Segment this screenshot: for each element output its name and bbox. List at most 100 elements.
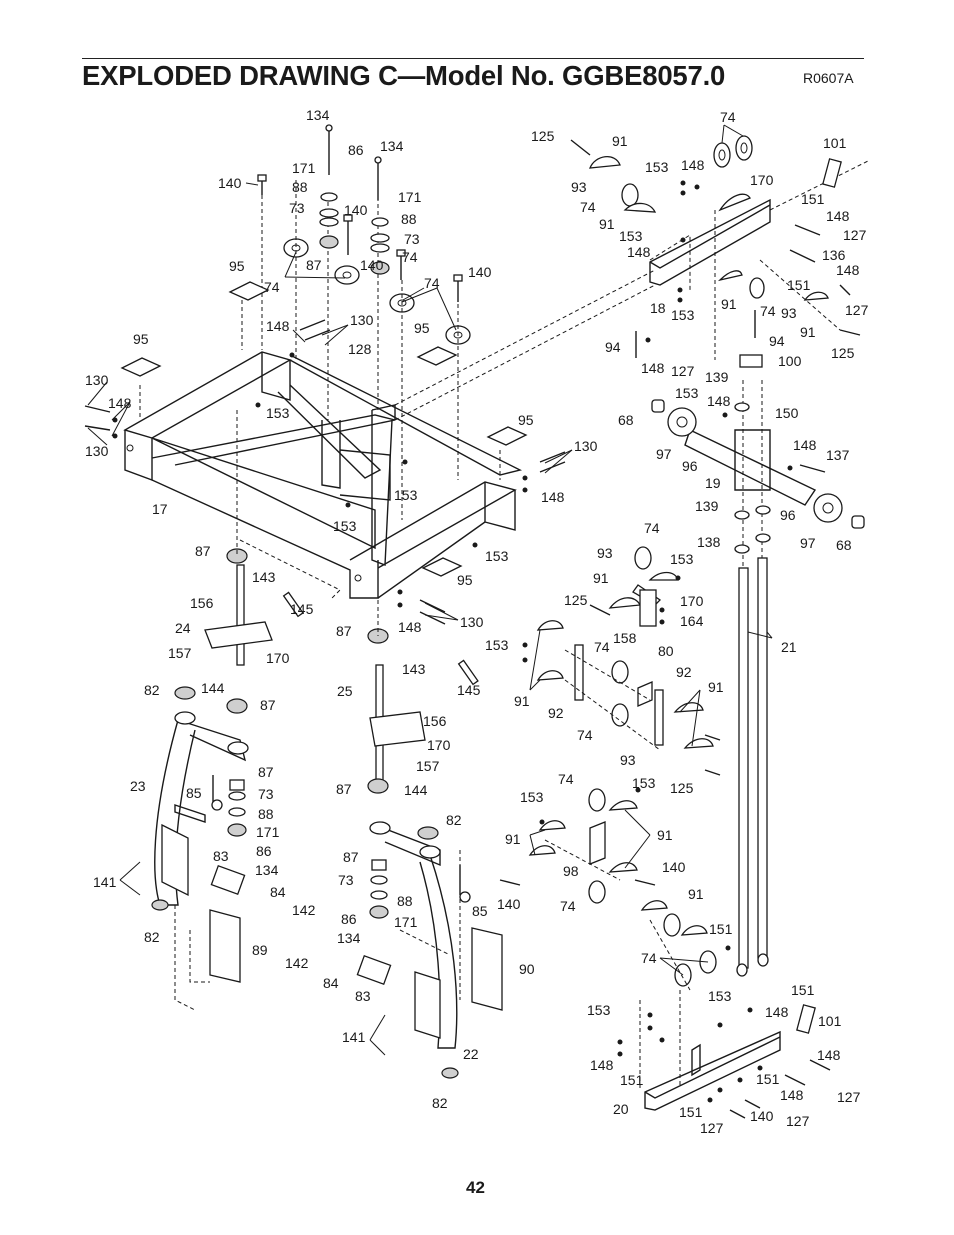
- part-label: 91: [612, 133, 628, 149]
- part-label: 148: [780, 1087, 804, 1103]
- part-label: 91: [708, 679, 724, 695]
- part-label: 140: [750, 1108, 774, 1124]
- part-label: 90: [519, 961, 535, 977]
- part-label: 82: [144, 682, 160, 698]
- part-label: 82: [446, 812, 462, 828]
- part-label: 74: [720, 109, 736, 125]
- part-label: 95: [133, 331, 149, 347]
- part-label: 85: [186, 785, 202, 801]
- part-label: 128: [348, 341, 372, 357]
- part-label: 101: [818, 1013, 842, 1029]
- part-label: 148: [681, 157, 705, 173]
- part-label: 74: [641, 950, 657, 966]
- part-label: 96: [780, 507, 796, 523]
- part-label: 73: [289, 200, 305, 216]
- part-label: 80: [658, 643, 674, 659]
- part-label: 91: [593, 570, 609, 586]
- part-label: 97: [656, 446, 672, 462]
- part-label: 153: [645, 159, 669, 175]
- part-label: 151: [679, 1104, 703, 1120]
- part-label: 148: [541, 489, 565, 505]
- part-label: 130: [574, 438, 598, 454]
- part-label: 127: [843, 227, 867, 243]
- part-label: 140: [662, 859, 686, 875]
- part-label: 164: [680, 613, 704, 629]
- part-label: 95: [414, 320, 430, 336]
- part-label: 88: [401, 211, 417, 227]
- part-label: 21: [781, 639, 797, 655]
- part-label: 101: [823, 135, 847, 151]
- part-label: 153: [333, 518, 357, 534]
- part-label: 134: [306, 107, 330, 123]
- part-label: 140: [468, 264, 492, 280]
- page-title: EXPLODED DRAWING C—Model No. GGBE8057.0: [82, 60, 726, 91]
- part-label: 85: [472, 903, 488, 919]
- part-label: 92: [676, 664, 692, 680]
- part-label: 151: [756, 1071, 780, 1087]
- part-label: 89: [252, 942, 268, 958]
- part-label: 86: [348, 142, 364, 158]
- part-label: 151: [709, 921, 733, 937]
- part-label: 87: [336, 623, 352, 639]
- part-label: 134: [380, 138, 404, 154]
- part-label: 82: [432, 1095, 448, 1111]
- part-label: 148: [817, 1047, 841, 1063]
- part-label: 144: [201, 680, 225, 696]
- part-label: 73: [258, 786, 274, 802]
- part-label: 98: [563, 863, 579, 879]
- part-label: 145: [457, 682, 481, 698]
- part-label: 148: [108, 395, 132, 411]
- part-label: 74: [594, 639, 610, 655]
- part-label: 86: [256, 843, 272, 859]
- part-label: 87: [258, 764, 274, 780]
- part-label: 170: [266, 650, 290, 666]
- part-label: 87: [336, 781, 352, 797]
- part-label: 87: [306, 257, 322, 273]
- part-label: 100: [778, 353, 802, 369]
- part-label: 74: [760, 303, 776, 319]
- part-label: 143: [402, 661, 426, 677]
- part-label: 93: [571, 179, 587, 195]
- part-label: 153: [670, 551, 694, 567]
- part-label: 88: [258, 806, 274, 822]
- part-label: 73: [338, 872, 354, 888]
- part-label: 144: [404, 782, 428, 798]
- part-labels: 134 86 134 171 88 73 140 171 88 73 87 74…: [85, 107, 869, 1136]
- part-label: 18: [650, 300, 666, 316]
- part-label: 86: [341, 911, 357, 927]
- part-label: 74: [402, 249, 418, 265]
- guide-rods: [738, 380, 768, 969]
- part-label: 153: [619, 228, 643, 244]
- part-label: 142: [292, 902, 316, 918]
- part-label: 156: [423, 713, 447, 729]
- part-label: 97: [800, 535, 816, 551]
- part-label: 170: [427, 737, 451, 753]
- part-label: 20: [613, 1101, 629, 1117]
- part-label: 137: [826, 447, 850, 463]
- part-label: 74: [264, 279, 280, 295]
- part-label: 127: [671, 363, 695, 379]
- part-label: 151: [791, 982, 815, 998]
- assembly-lines: [139, 180, 841, 1090]
- part-label: 93: [620, 752, 636, 768]
- hardware: [84, 124, 861, 1119]
- right-arm: [369, 821, 503, 1049]
- part-label: 74: [560, 898, 576, 914]
- part-label: 142: [285, 955, 309, 971]
- part-label: 91: [800, 324, 816, 340]
- part-label: 88: [292, 179, 308, 195]
- part-label: 84: [323, 975, 339, 991]
- part-label: 17: [152, 501, 168, 517]
- part-label: 127: [837, 1089, 861, 1105]
- part-label: 140: [344, 202, 368, 218]
- part-label: 95: [518, 412, 534, 428]
- part-label: 148: [641, 360, 665, 376]
- part-label: 148: [266, 318, 290, 334]
- part-label: 87: [195, 543, 211, 559]
- part-label: 23: [130, 778, 146, 794]
- part-label: 148: [398, 619, 422, 635]
- part-label: 83: [213, 848, 229, 864]
- part-label: 153: [394, 487, 418, 503]
- part-label: 141: [93, 874, 117, 890]
- part-label: 153: [520, 789, 544, 805]
